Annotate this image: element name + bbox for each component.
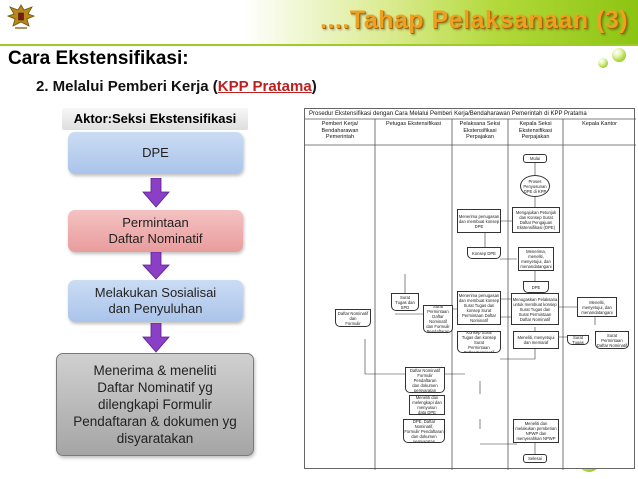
node-mengajukan: Mengajukan Petunjuk dan Konsep Surat Daf… <box>512 207 560 233</box>
node-surat-permintaan: Surat Permintaan Daftar Nominatif <box>595 331 629 349</box>
decorative-bulb-icon <box>598 58 608 68</box>
title-bar <box>0 0 638 44</box>
lane-pelaksana: Pelaksana Seksi Ekstensifikasi Perpajaka… <box>459 121 501 140</box>
node-surat-permintaan-pk: Surat Permintaan Daftar Nominatif dan Fo… <box>335 309 371 327</box>
step-permintaan: Permintaan Daftar Nominatif <box>68 210 243 252</box>
garuda-emblem-icon <box>6 4 36 29</box>
actor-label: Aktor:Seksi Ekstensifikasi <box>62 108 248 130</box>
down-arrow-icon <box>142 178 170 208</box>
lane-petugas: Petugas Ekstensifikasi <box>385 121 442 127</box>
lane-kepala-kantor: Kepala Kantor <box>582 121 617 127</box>
subheading-highlight: KPP Pratama <box>217 78 312 95</box>
node-menerima-kirim: Menerima, meneliti, menyetujui, dan mena… <box>518 247 554 271</box>
node-dpe: DPE <box>523 281 549 293</box>
title-divider <box>0 44 638 46</box>
node-konsep-surat: Konsep Surat Tugas dan konsep Surat Perm… <box>457 331 501 353</box>
slide-title: ....Tahap Pelaksanaan (3) <box>320 6 628 34</box>
node-surat-tugas: Surat Tugas dan SPD <box>391 293 419 311</box>
node-surat-permintaan-pe: Surat Permintaan Daftar Nominatif dan Fo… <box>423 305 453 333</box>
node-meneliti-paraf: Meneliti, menyetujui dan memaraf <box>513 331 559 349</box>
node-konsep-dpe: Konsep DPE <box>467 247 501 259</box>
node-selesai: Selesai <box>523 454 547 463</box>
subheading-suffix: ) <box>311 78 317 95</box>
flowchart-panel: Prosedur Ekstensifikasi dengan Cara Mela… <box>304 108 636 470</box>
step-sosialisasi: Melakukan Sosialisai dan Penyuluhan <box>68 280 243 322</box>
node-dpe-daftar: DPE, Daftar Nominatif, Formulir Pendafta… <box>403 419 445 443</box>
node-menerima-penugasan: Menerima penugasan dan membuat konsep DP… <box>457 209 501 233</box>
node-meneliti-kk: Meneliti, menyetujui, dan menandatangani <box>577 297 617 317</box>
node-surat-tugas2: Surat Tugas <box>567 335 589 345</box>
node-daftar-nominatif: Daftar Nominatif Formulir Pendaftaran da… <box>405 367 445 393</box>
step-menerima: Menerima & meneliti Daftar Nominatif yg … <box>56 353 254 456</box>
node-meneliti-pemberian: Meneliti dan melakukan pemberian NPWP da… <box>513 419 559 443</box>
subheading-prefix: 2. Melalui Pemberi Kerja ( <box>36 78 218 95</box>
node-membuat-surat: Menerima penugasan dan membuat konsep Su… <box>457 291 501 325</box>
page-heading: Cara Ekstensifikasi: <box>8 48 189 69</box>
page-subheading: 2. Melalui Pemberi Kerja (KPP Pratama) <box>36 78 317 95</box>
node-proses-dpe: Proses Penyusunan DPE di KPP <box>520 175 550 197</box>
flowchart-lanes <box>305 118 636 470</box>
decorative-bulb-icon <box>612 48 626 62</box>
node-menugaskan: Menugaskan Pelaksana untuk membuat konse… <box>511 293 559 325</box>
lane-pemberi-kerja: Pemberi Kerja/ Bendaharawan Pemerintah <box>321 121 359 140</box>
down-arrow-icon <box>142 252 170 280</box>
down-arrow-icon <box>142 323 170 353</box>
flowchart-title: Prosedur Ekstensifikasi dengan Cara Mela… <box>309 111 587 117</box>
lane-kepala-seksi: Kepala Seksi Ekstensifikasi Perpajakan <box>518 121 553 140</box>
step-dpe: DPE <box>68 132 243 174</box>
node-meneliti-lengkap: Meneliti dan melengkapi dan menyusun dat… <box>409 395 445 415</box>
node-mulai: Mulai <box>523 154 547 163</box>
